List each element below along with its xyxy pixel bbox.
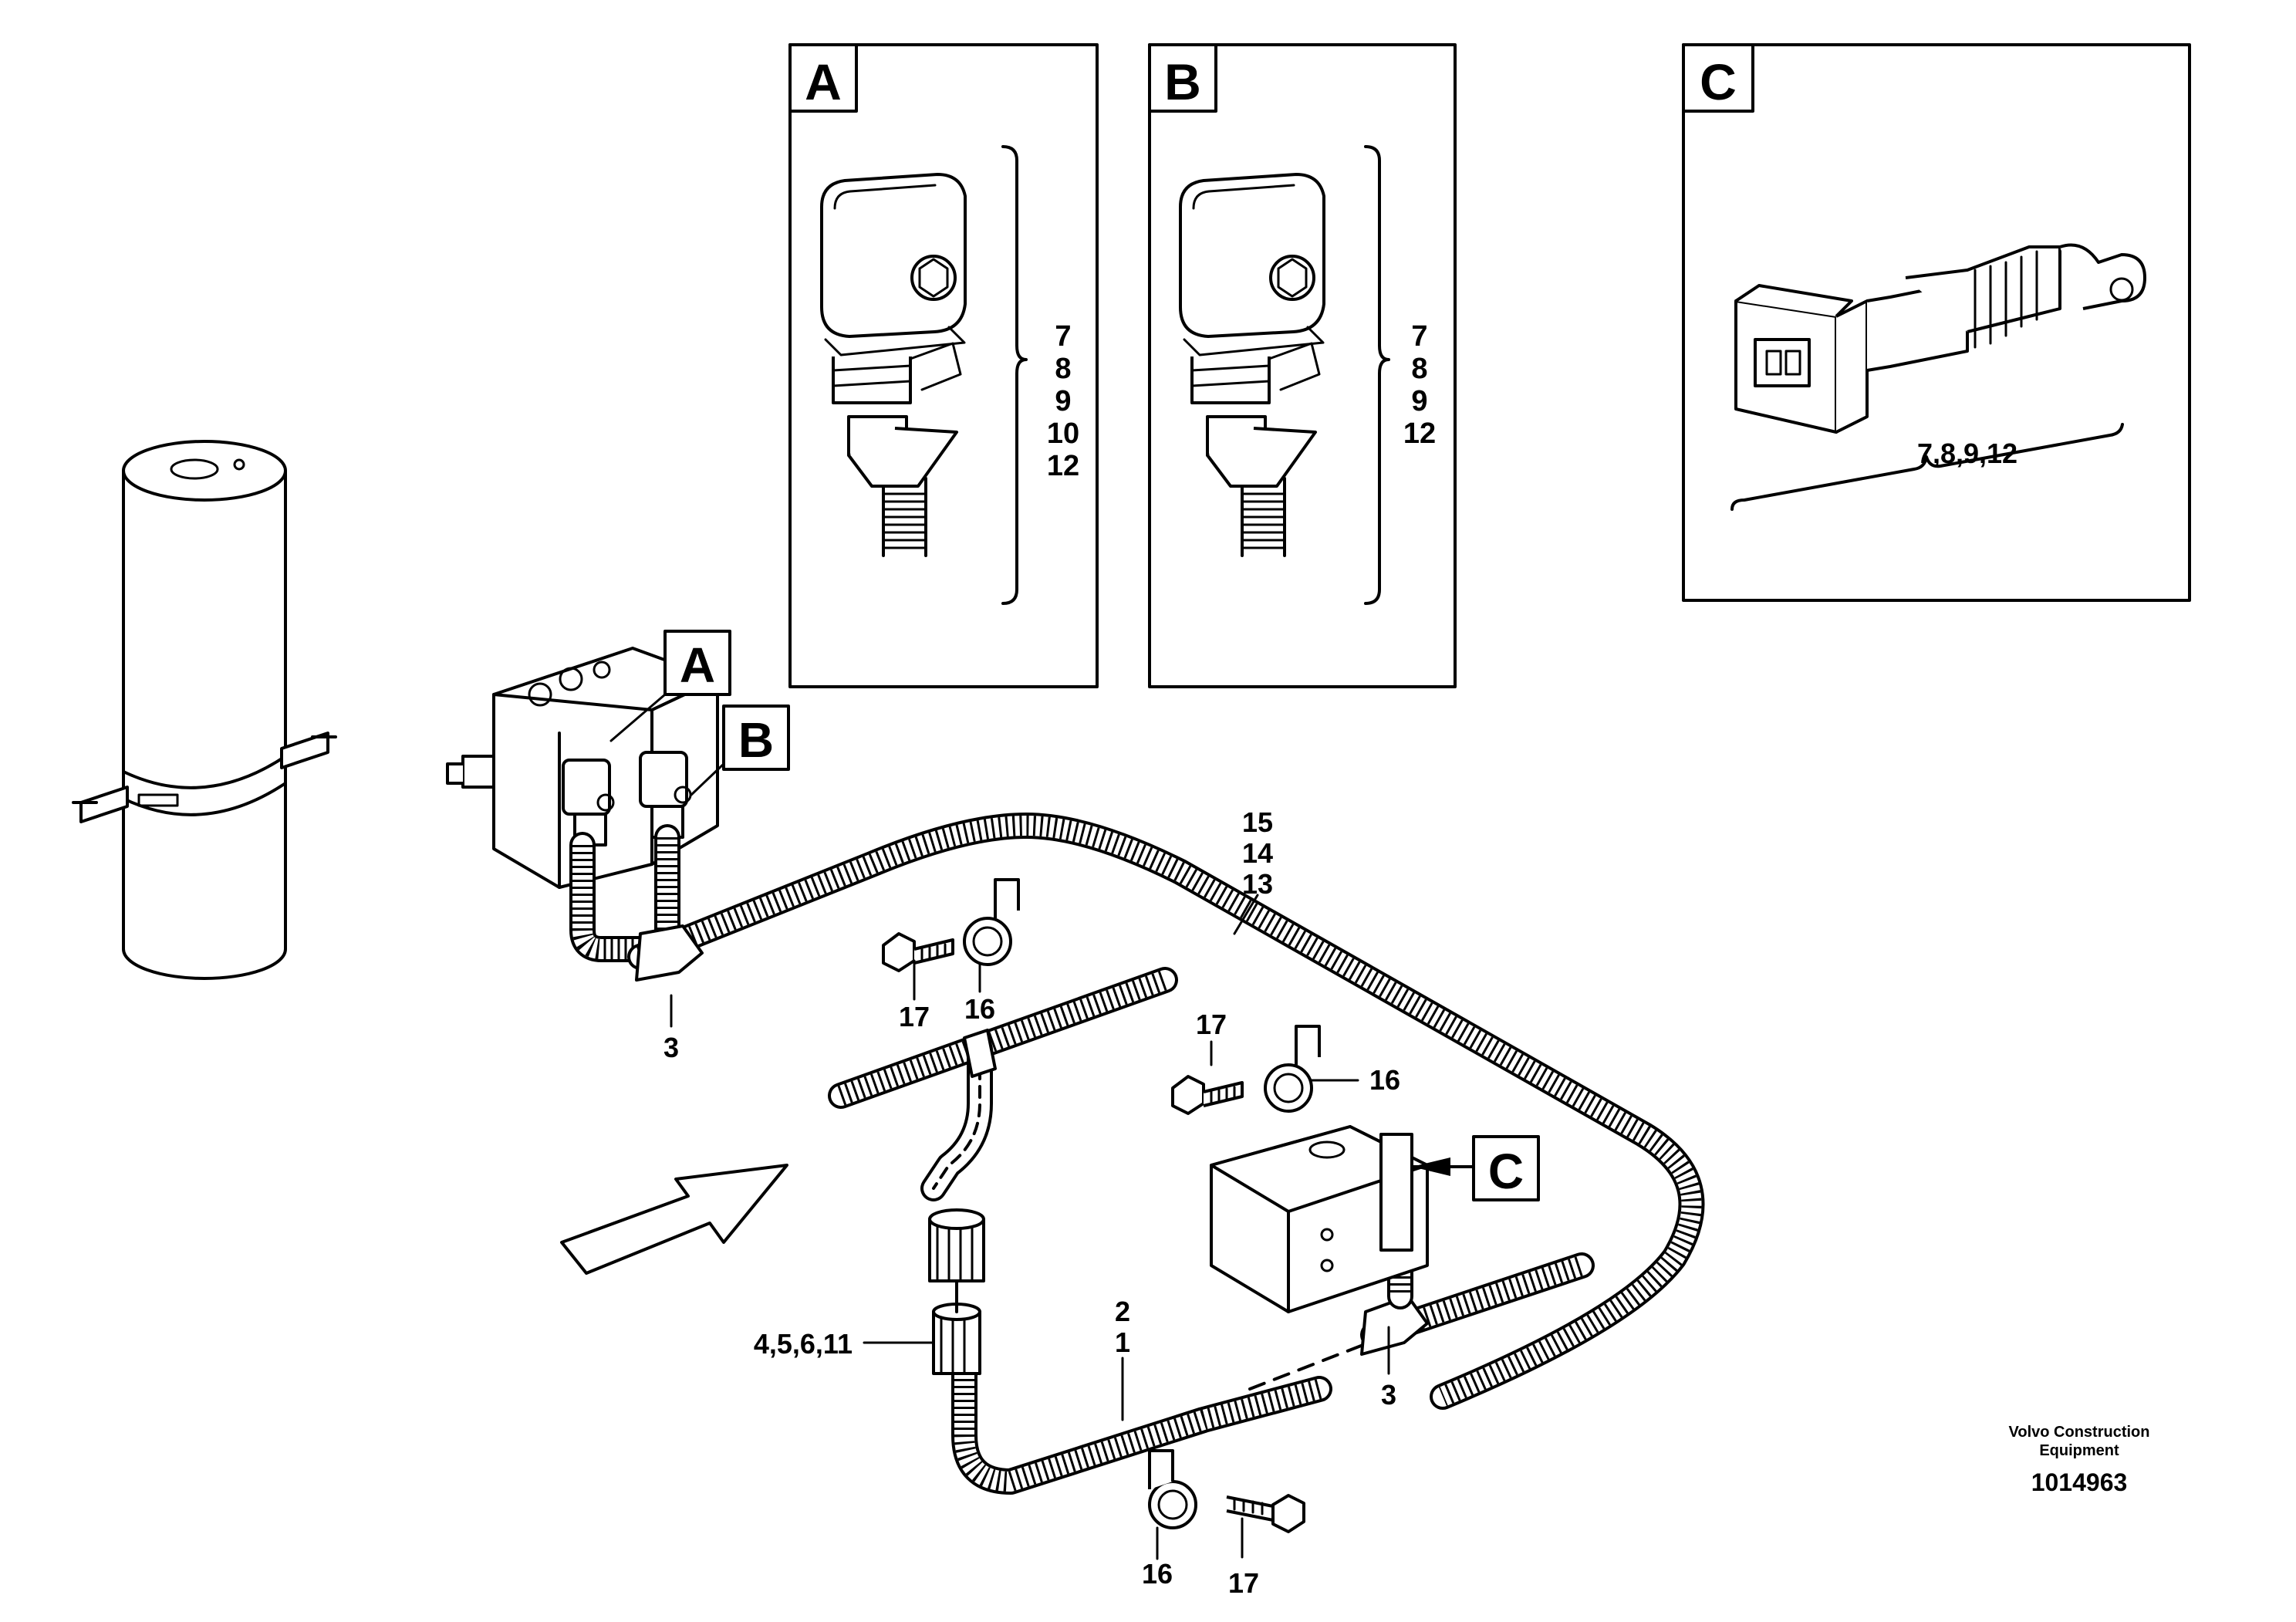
detail-box-c: C 7,8,9,12 — [1682, 43, 2191, 602]
svg-text:A: A — [680, 637, 715, 693]
detail-box-b-item: 9 — [1411, 385, 1427, 417]
connector-c — [1379, 1133, 1413, 1252]
solenoid-valve-coil-a — [820, 173, 967, 557]
clamp-top — [963, 878, 1020, 966]
tee-right-label: 3 — [1381, 1379, 1396, 1411]
detail-box-b-item: 7 — [1411, 320, 1427, 353]
control-unit — [1210, 1125, 1429, 1313]
clamp-bottom — [1148, 1449, 1197, 1529]
clamp-mid-label: 16 — [1369, 1064, 1400, 1096]
callout-c: C — [1410, 1135, 1540, 1201]
callout-b: B — [690, 705, 790, 796]
detail-box-a-tag — [788, 43, 858, 113]
detail-box-c-label: 7,8,9,12 — [1917, 438, 2017, 469]
coupling-label: 4,5,6,11 — [754, 1328, 853, 1360]
detail-box-b: B 7 8 9 12 — [1148, 43, 1457, 688]
clamp-mid — [1264, 1025, 1321, 1113]
solenoid-valve-coil-b — [1179, 173, 1325, 557]
detail-box-b-bracket — [1364, 145, 1390, 605]
bolt-mid — [1171, 1075, 1244, 1115]
company-name-line2: Equipment — [2039, 1442, 2119, 1459]
leader-lines — [670, 894, 1390, 1560]
direction-arrow — [560, 1164, 788, 1275]
company-name: Volvo Construction — [2009, 1424, 2150, 1441]
detail-box-b-item: 8 — [1411, 353, 1427, 385]
harness-bottom-label: 2 — [1115, 1296, 1130, 1327]
detail-box-c-tag — [1682, 43, 1754, 113]
detail-box-a-letter: A — [805, 53, 842, 110]
bolt-top — [882, 932, 954, 972]
harness-top-label: 14 — [1242, 837, 1273, 869]
port-plug — [461, 755, 495, 789]
detail-box-a-item: 9 — [1055, 385, 1071, 417]
svg-text:C: C — [1488, 1144, 1524, 1199]
detail-box-a-item: 12 — [1047, 450, 1079, 482]
detail-box-c-bracket — [1730, 423, 2124, 511]
accumulator-cylinder — [72, 440, 337, 980]
detail-box-a-item: 7 — [1055, 320, 1071, 353]
mounting-band — [122, 755, 287, 816]
drawing-number: 1014963 — [2031, 1468, 2128, 1496]
detail-box-b-letter: B — [1164, 53, 1201, 110]
main-loom — [828, 967, 1178, 1201]
coupling-4-5-6-11 — [932, 1281, 981, 1375]
callout-a: A — [609, 630, 731, 742]
tee-fitting-left — [635, 924, 704, 982]
clamp-top-label: 16 — [964, 993, 995, 1025]
svg-text:B: B — [738, 712, 774, 768]
electrical-connector-c — [1734, 243, 2146, 434]
coupling-nut-upper — [928, 1208, 985, 1282]
harness-top-label: 13 — [1242, 868, 1273, 900]
band-bolt — [137, 793, 179, 807]
harness-bottom-label: 1 — [1115, 1326, 1130, 1358]
wire-harness-top — [627, 813, 1705, 1410]
tee-left-label: 3 — [663, 1032, 679, 1063]
detail-box-a-item: 10 — [1047, 417, 1079, 450]
bolt-mid-label: 17 — [1196, 1009, 1227, 1040]
detail-box-a-item: 8 — [1055, 353, 1071, 385]
detail-box-a: A 7 8 9 10 12 — [788, 43, 1099, 688]
bolt-bottom — [1226, 1494, 1305, 1533]
bolt-top-label: 17 — [899, 1001, 930, 1032]
detail-box-b-tag — [1148, 43, 1217, 113]
clamp-bottom-label: 16 — [1142, 1558, 1173, 1590]
bolt-bottom-label: 17 — [1228, 1567, 1259, 1599]
detail-box-c-letter: C — [1700, 53, 1737, 110]
detail-box-b-item: 12 — [1403, 417, 1436, 450]
solenoid-a — [562, 759, 653, 962]
harness-top-label: 15 — [1242, 806, 1273, 838]
detail-box-a-bracket — [1001, 145, 1028, 605]
